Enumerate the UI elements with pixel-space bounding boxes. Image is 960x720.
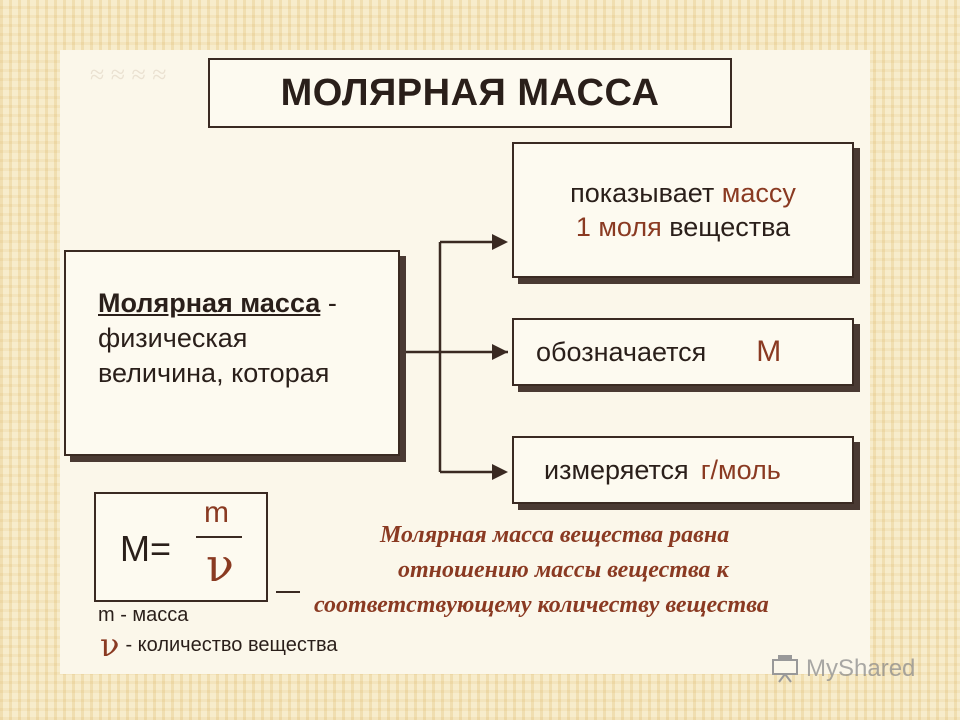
note-line-3: соответствующему количеству вещества xyxy=(314,592,769,618)
property-1-word-c: 1 моля xyxy=(575,212,662,242)
watermark: MyShared xyxy=(770,655,915,683)
property-box-unit: измеряется г/моль xyxy=(512,436,854,504)
property-box-symbol: обозначается М xyxy=(512,318,854,386)
presentation-icon xyxy=(772,655,798,683)
formula-left: М= xyxy=(120,528,172,569)
watermark-text: MyShared xyxy=(806,655,916,682)
formula-numerator: m xyxy=(204,496,229,529)
title-box: МОЛЯРНАЯ МАССА xyxy=(208,58,732,128)
page-title: МОЛЯРНАЯ МАССА xyxy=(280,71,660,114)
formula-denominator: ν xyxy=(206,538,234,592)
property-1-word-a: показывает xyxy=(570,178,715,208)
definition-dash: - xyxy=(327,288,337,318)
property-1-word-b: массу xyxy=(721,178,796,208)
definition-line-3: величина, которая xyxy=(98,358,330,388)
property-3-label: измеряется xyxy=(544,455,689,485)
property-1-word-d: вещества xyxy=(669,212,791,242)
note-line-1: Молярная масса вещества равна xyxy=(380,522,730,548)
definition-line-2: физическая xyxy=(98,323,248,353)
property-2-label: обозначается xyxy=(536,337,707,367)
arrow-head-middle xyxy=(492,344,508,360)
definition-term: Молярная масса xyxy=(98,288,321,318)
molar-mass-note: Молярная масса вещества равна отношению … xyxy=(308,518,870,623)
note-line-2: отношению массы вещества к xyxy=(398,557,729,583)
legend-amount: ν - количество вещества xyxy=(100,626,338,664)
formula-box: М= m ν xyxy=(94,492,268,602)
legend-amount-symbol: ν xyxy=(100,626,120,664)
property-box-shows-mass: показывает массу 1 моля вещества xyxy=(512,142,854,278)
property-2-value: М xyxy=(756,335,782,368)
faint-background-text: ≈ ≈ ≈ ≈ xyxy=(90,60,167,89)
slide: ≈ ≈ ≈ ≈ МОЛЯРНАЯ МАССА Молярная масса - … xyxy=(60,50,870,674)
arrow-head-bottom xyxy=(492,464,508,480)
arrow-head-top xyxy=(492,234,508,250)
fraction-bar xyxy=(196,536,242,538)
arrows-diagram xyxy=(276,234,508,593)
definition-box: Молярная масса - физическая величина, ко… xyxy=(64,250,400,456)
legend-amount-text: - количество вещества xyxy=(125,633,338,656)
legend-mass: m - масса xyxy=(98,604,189,626)
property-3-value: г/моль xyxy=(700,455,781,485)
